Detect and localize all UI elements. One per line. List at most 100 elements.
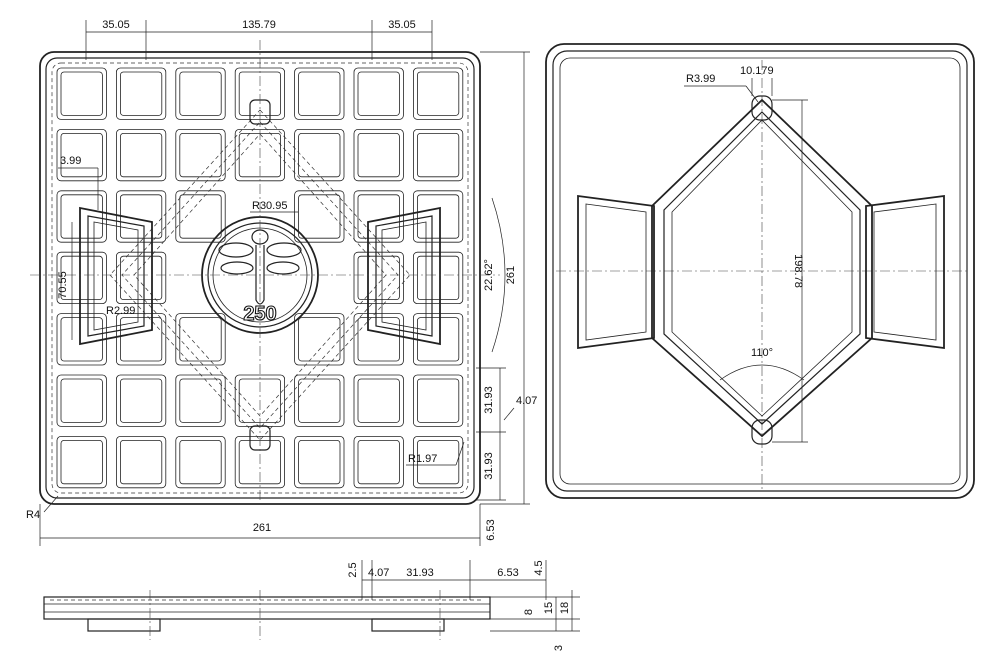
grid-cell: [412, 128, 464, 182]
grid-cell: [412, 190, 464, 243]
grid-cell: [56, 374, 107, 427]
grid-cell-inner: [357, 132, 400, 178]
grid-cell: [353, 67, 404, 120]
grid-cell-inner: [416, 194, 460, 239]
grid-cell-inner: [179, 71, 222, 116]
grid-cell: [175, 374, 226, 427]
angle-110-arc: [719, 364, 805, 381]
dim-d-4-5: 4.5: [533, 560, 545, 575]
grid-cell: [56, 313, 107, 366]
grid-cell: [412, 435, 464, 489]
grid-cell: [294, 67, 345, 120]
dim-top-mid: 135.79: [242, 19, 276, 31]
dim-w-10-179: 10.179: [740, 65, 774, 77]
grid-cell: [175, 190, 226, 243]
grid-cell-inner: [357, 378, 400, 423]
grid-cell-inner: [179, 378, 222, 423]
grid-cell-inner: [179, 132, 222, 178]
dim-d-2-5: 2.5: [347, 562, 359, 577]
dim-d-3: 3: [553, 645, 565, 651]
grid-cell: [412, 251, 464, 304]
grid-cell-inner: [179, 194, 222, 239]
grid-cell: [116, 190, 167, 243]
dim-angle: 22.62°: [483, 259, 495, 291]
grid-cell-inner: [416, 255, 460, 301]
grid-cell-inner: [179, 317, 222, 362]
grid-cell-inner: [120, 378, 163, 423]
grid-cell-inner: [357, 439, 400, 485]
grid-cell: [56, 190, 107, 243]
grid-cell-inner: [120, 71, 163, 116]
grid-cell: [353, 190, 404, 243]
grid-cell-inner: [416, 71, 460, 116]
left-outline-outer: [39, 51, 481, 505]
grid-cell: [56, 128, 107, 182]
grid-cell-inner: [357, 71, 400, 116]
grid-cell-inner: [416, 132, 460, 178]
dim-r-2-99: R2.99: [106, 305, 135, 317]
grid-cell-inner: [60, 194, 103, 239]
angle-arc: [491, 197, 506, 353]
grid-cell: [353, 374, 404, 427]
grid-cell: [294, 190, 345, 243]
dim-r-3-99: R3.99: [686, 73, 715, 85]
grid-cell: [175, 313, 226, 366]
grid-cell: [353, 128, 404, 182]
grid-cell-inner: [416, 439, 460, 485]
dim-offset-4-07: 4.07: [516, 395, 537, 407]
grid-cell: [234, 67, 285, 120]
grid-cell-inner: [416, 317, 460, 362]
grid-cell: [412, 374, 464, 427]
grid-cell: [175, 435, 226, 489]
grid-cell-inner: [120, 255, 163, 301]
grid-cell-inner: [120, 439, 163, 485]
grid-cell: [56, 435, 107, 489]
dim-bottom-6-53: 6.53: [485, 519, 497, 540]
grid-cell: [116, 251, 167, 304]
right-plan-view: R3.99 10.179 198.78 110°: [545, 43, 975, 499]
right-outline-outer: [545, 43, 975, 499]
dim-r-center: R30.95: [252, 200, 287, 212]
right-view-left-handle: [577, 194, 655, 350]
grid-cell: [56, 67, 107, 120]
grid-cell: [116, 435, 167, 489]
dim-r-1-97: R1.97: [408, 453, 437, 465]
grid-cell: [412, 313, 464, 366]
grid-cell-inner: [298, 378, 341, 423]
grid-cell: [116, 67, 167, 120]
dim-d-4-07: 4.07: [368, 567, 389, 579]
grid-cell: [294, 374, 345, 427]
top-dimensions: 35.05 135.79 35.05: [85, 19, 433, 60]
grid-cell: [294, 128, 345, 182]
dim-width-261: 261: [253, 522, 271, 534]
left-plan-view: 250 35.05 135.79 35.05: [26, 19, 537, 546]
grid-cell-inner: [298, 317, 341, 362]
dim-side-small-r: 3.99: [60, 155, 81, 167]
dim-pitch-2: 31.93: [483, 452, 495, 480]
grid-cell: [116, 313, 167, 366]
grid-cell: [412, 67, 464, 120]
dim-d-8: 8: [523, 609, 535, 615]
dim-angle-110: 110°: [751, 347, 773, 359]
grid-cell: [175, 67, 226, 120]
dim-pitch-1: 31.93: [483, 386, 495, 414]
dim-height-261: 261: [505, 266, 517, 284]
side-section-view: 2.5 4.07 31.93 6.53 4.5 8 15 18 3: [43, 560, 580, 651]
grid-cell: [56, 251, 107, 304]
grid-cell-inner: [120, 317, 163, 362]
dim-d-15: 15: [543, 602, 555, 614]
grid-cell-inner: [416, 378, 460, 423]
grid-cell: [294, 313, 345, 366]
right-handle: [367, 206, 441, 346]
section-foot-right: [371, 618, 445, 632]
dim-height-198: 198.78: [792, 254, 804, 288]
grid-cell-inner: [60, 255, 103, 301]
grid-cell-inner: [179, 439, 222, 485]
grid-cell-inner: [60, 378, 103, 423]
section-body: [43, 596, 491, 620]
grid-cell-inner: [298, 132, 341, 178]
right-bottom-tab: [751, 419, 773, 445]
grid-cell: [116, 374, 167, 427]
grid-cell-inner: [60, 71, 103, 116]
